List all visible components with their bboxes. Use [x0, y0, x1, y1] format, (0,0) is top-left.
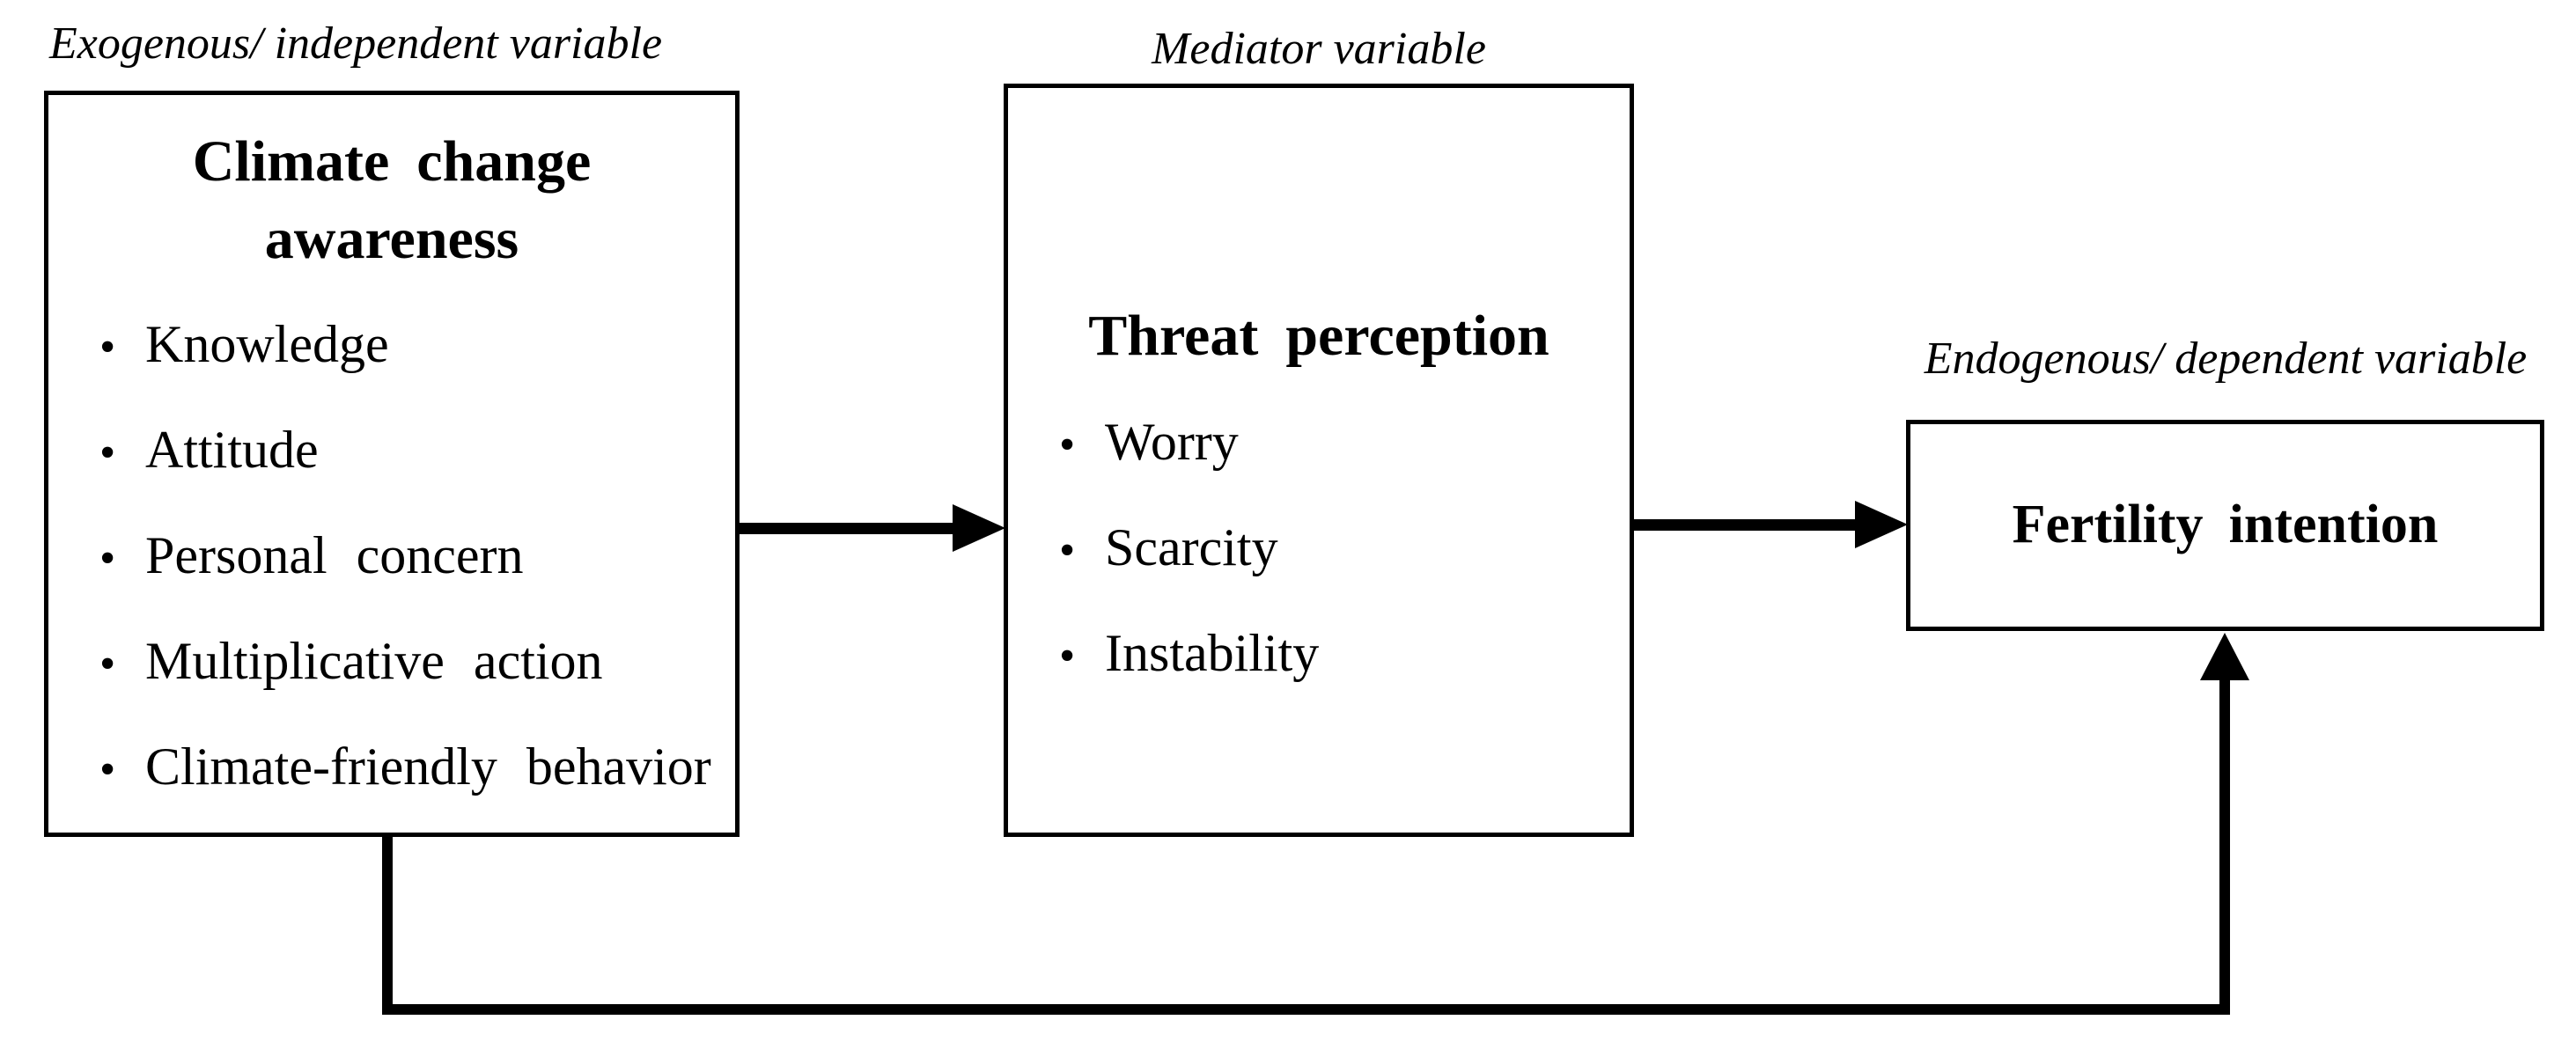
- list-item: • Personal concern: [99, 529, 718, 582]
- threat-bullet-list: • Worry • Scarcity • Instability: [1008, 415, 1630, 679]
- arrow-threat-to-fertility-shaft: [1632, 519, 1855, 531]
- bullet-text: Personal concern: [145, 525, 524, 584]
- direct-path-up-segment: [2219, 672, 2230, 1015]
- bullet-icon: •: [99, 321, 116, 372]
- exogenous-variable-label: Exogenous/ independent variable: [49, 18, 663, 69]
- list-item: • Multiplicative action: [99, 635, 718, 687]
- list-item: • Instability: [1059, 627, 1612, 679]
- list-item: • Worry: [1059, 415, 1612, 468]
- arrow-right-icon: [953, 504, 1005, 552]
- bullet-text: Knowledge: [145, 314, 389, 373]
- awareness-box: Climate change awareness • Knowledge • A…: [44, 91, 740, 837]
- list-item: • Scarcity: [1059, 521, 1612, 574]
- list-item: • Knowledge: [99, 318, 718, 371]
- bullet-text: Instability: [1105, 624, 1320, 683]
- list-item: • Attitude: [99, 423, 718, 476]
- bullet-icon: •: [1059, 420, 1076, 471]
- threat-box: Threat perception • Worry • Scarcity • I…: [1004, 84, 1634, 837]
- direct-path-down-segment: [382, 834, 393, 1015]
- bullet-text: Multiplicative action: [145, 631, 603, 690]
- list-item: • Climate-friendly behavior: [99, 740, 718, 793]
- fertility-box-title: Fertility intention: [2012, 495, 2439, 555]
- bullet-text: Worry: [1105, 413, 1239, 472]
- bullet-icon: •: [1059, 631, 1076, 682]
- bullet-text: Climate-friendly behavior: [145, 737, 711, 796]
- bullet-text: Scarcity: [1105, 518, 1278, 577]
- threat-box-title: Threat perception: [1088, 304, 1549, 368]
- bullet-icon: •: [99, 532, 116, 583]
- arrow-up-icon: [2200, 633, 2249, 680]
- bullet-icon: •: [1059, 525, 1076, 576]
- direct-path-horizontal-segment: [382, 1004, 2230, 1015]
- mediator-variable-label: Mediator variable: [1152, 24, 1486, 74]
- awareness-title-line1: Climate change: [192, 129, 592, 194]
- awareness-box-title: Climate change awareness: [48, 123, 735, 279]
- endogenous-variable-label: Endogenous/ dependent variable: [1924, 334, 2528, 384]
- bullet-icon: •: [99, 427, 116, 478]
- arrow-awareness-to-threat-shaft: [738, 523, 960, 534]
- bullet-icon: •: [99, 744, 116, 795]
- bullet-icon: •: [99, 638, 116, 689]
- arrow-right-icon: [1855, 501, 1908, 548]
- fertility-box: Fertility intention: [1906, 420, 2544, 631]
- bullet-text: Attitude: [145, 420, 319, 479]
- awareness-title-line2: awareness: [264, 207, 519, 272]
- awareness-bullet-list: • Knowledge • Attitude • Personal concer…: [48, 318, 735, 793]
